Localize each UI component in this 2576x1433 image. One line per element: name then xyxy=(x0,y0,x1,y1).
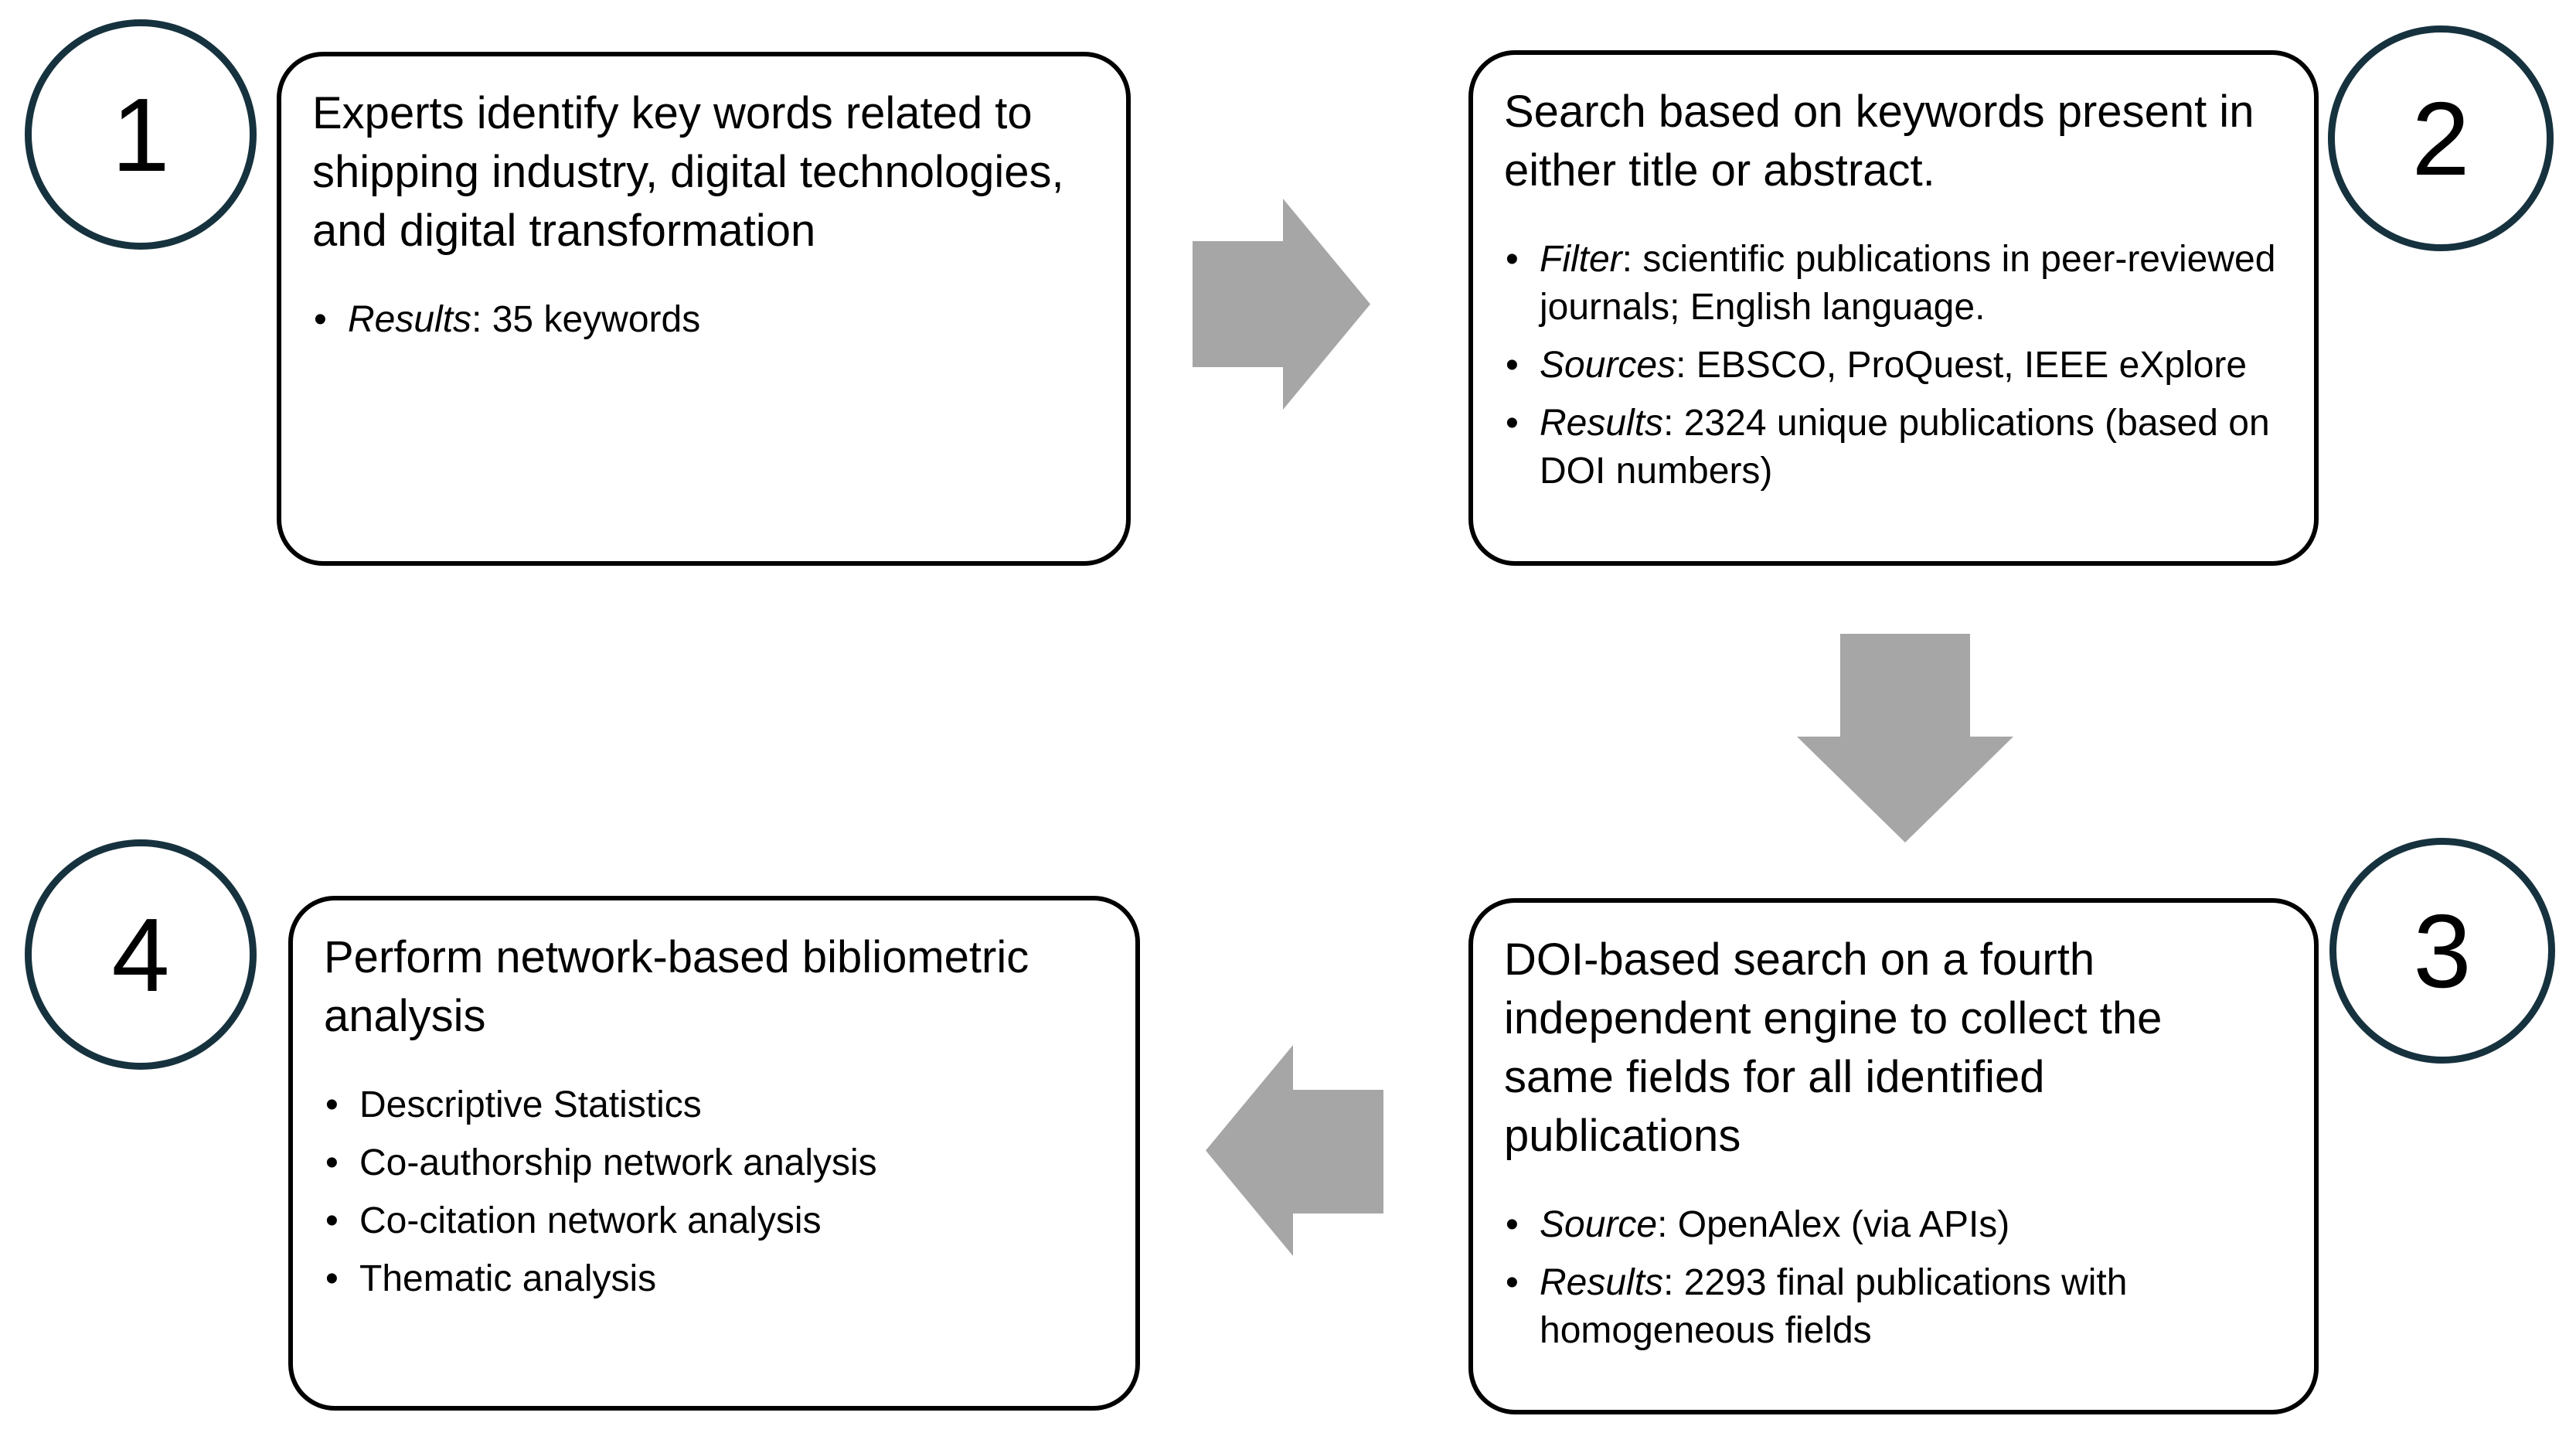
step-1-number-circle: 1 xyxy=(25,19,257,250)
step-2-number: 2 xyxy=(2411,80,2470,197)
bullet-item: Co-citation network analysis xyxy=(324,1197,1103,1245)
bullet-text: Thematic analysis xyxy=(359,1258,657,1299)
arrow-down-shape xyxy=(1797,634,2013,842)
step-3-number: 3 xyxy=(2413,892,2472,1009)
bullet-text: : EBSCO, ProQuest, IEEE eXplore xyxy=(1676,345,2248,386)
arrow-right-icon xyxy=(1193,199,1370,410)
bullet-label: Results xyxy=(1540,1262,1664,1303)
bullet-text: : 35 keywords xyxy=(471,299,701,340)
bullet-text: : 2324 unique publications (based on DOI… xyxy=(1540,403,2270,492)
arrow-right-shape xyxy=(1193,199,1370,410)
step-2-title: Search based on keywords present in eith… xyxy=(1504,87,2254,196)
bullet-item: Results: 2293 final publications with ho… xyxy=(1504,1259,2282,1355)
bullet-label: Filter xyxy=(1540,239,1622,280)
bullet-item: Thematic analysis xyxy=(324,1255,1103,1303)
step-1-box: Experts identify key words related to sh… xyxy=(277,52,1131,566)
step-1-bullets: Results: 35 keywords xyxy=(312,296,1094,344)
bullet-text: : OpenAlex (via APIs) xyxy=(1657,1204,2010,1245)
bullet-item: Results: 35 keywords xyxy=(312,296,1094,344)
step-4-bullets: Descriptive Statistics Co-authorship net… xyxy=(324,1081,1103,1303)
arrow-down-icon xyxy=(1797,634,2013,842)
step-4-title: Perform network-based bibliometric analy… xyxy=(324,932,1029,1041)
step-4-number: 4 xyxy=(111,896,170,1013)
step-2-bullets: Filter: scientific publications in peer-… xyxy=(1504,236,2282,495)
bullet-item: Filter: scientific publications in peer-… xyxy=(1504,236,2282,332)
bullet-item: Source: OpenAlex (via APIs) xyxy=(1504,1201,2282,1249)
bullet-label: Sources xyxy=(1540,345,1676,386)
bullet-item: Sources: EBSCO, ProQuest, IEEE eXplore xyxy=(1504,342,2282,390)
bullet-text: : scientific publications in peer-review… xyxy=(1540,239,2276,328)
bullet-label: Results xyxy=(348,299,472,340)
step-4-number-circle: 4 xyxy=(25,839,257,1070)
step-3-title: DOI-based search on a fourth independent… xyxy=(1504,934,2163,1161)
step-3-box: DOI-based search on a fourth independent… xyxy=(1468,898,2319,1414)
step-3-number-circle: 3 xyxy=(2329,838,2555,1064)
bullet-label: Results xyxy=(1540,403,1664,444)
step-2-box: Search based on keywords present in eith… xyxy=(1468,50,2319,566)
step-1-number: 1 xyxy=(111,76,170,193)
step-4-box: Perform network-based bibliometric analy… xyxy=(288,896,1140,1411)
bullet-item: Descriptive Statistics xyxy=(324,1081,1103,1129)
arrow-left-shape xyxy=(1206,1045,1383,1256)
bullet-text: Descriptive Statistics xyxy=(359,1084,702,1125)
step-3-bullets: Source: OpenAlex (via APIs) Results: 229… xyxy=(1504,1201,2282,1355)
bullet-item: Results: 2324 unique publications (based… xyxy=(1504,400,2282,495)
bullet-text: : 2293 final publications with homogeneo… xyxy=(1540,1262,2128,1351)
bullet-item: Co-authorship network analysis xyxy=(324,1139,1103,1187)
bullet-label: Source xyxy=(1540,1204,1658,1245)
arrow-left-icon xyxy=(1206,1045,1383,1256)
bullet-text: Co-authorship network analysis xyxy=(359,1142,877,1183)
step-1-title: Experts identify key words related to sh… xyxy=(312,88,1064,256)
bullet-text: Co-citation network analysis xyxy=(359,1200,822,1241)
step-2-number-circle: 2 xyxy=(2328,26,2554,251)
